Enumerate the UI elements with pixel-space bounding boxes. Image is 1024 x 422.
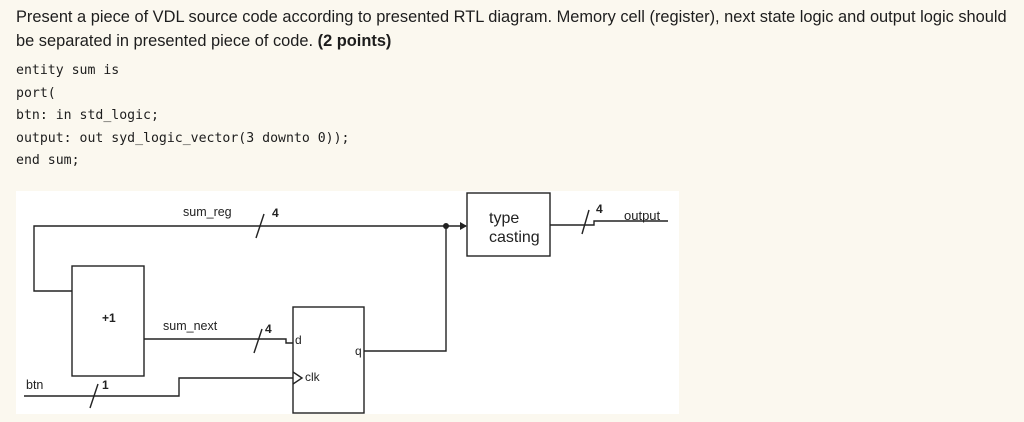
btn-wire <box>24 377 293 397</box>
btn-width-slash <box>89 383 99 409</box>
question-body: Present a piece of VDL source code accor… <box>16 8 1007 50</box>
output-width-slash <box>581 209 590 235</box>
register-clk-label: clk <box>305 370 321 384</box>
question-text: Present a piece of VDL source code accor… <box>16 5 1016 53</box>
code-line: btn: in std_logic; <box>16 108 159 123</box>
rtl-diagram-svg: sum_reg 4 type casting 4 output +1 sum_n… <box>24 192 668 414</box>
code-line: end sum; <box>16 153 80 168</box>
output-label: output <box>624 208 661 223</box>
type-casting-label-line1: type <box>489 210 519 227</box>
register-block <box>292 306 365 414</box>
sum-next-width-label: 4 <box>265 322 272 336</box>
sum-next-width-slash <box>253 328 263 354</box>
code-line: port( <box>16 85 56 101</box>
incrementer-block <box>71 265 145 377</box>
sum-next-wire <box>144 338 293 344</box>
code-block: entity sum is port( btn: in std_logic; o… <box>16 60 349 173</box>
rtl-diagram: sum_reg 4 type casting 4 output +1 sum_n… <box>16 191 679 414</box>
sum-reg-arrowhead <box>460 222 467 230</box>
clk-triangle <box>292 371 304 385</box>
type-casting-label-line2: casting <box>489 229 540 246</box>
question-points: (2 points) <box>317 32 392 50</box>
sum-next-label: sum_next <box>163 319 218 333</box>
junction-dot <box>443 223 449 229</box>
code-line: output: out syd_logic_vector(3 downto 0)… <box>16 130 350 146</box>
btn-label: btn <box>26 378 43 392</box>
register-d-label: d <box>295 333 302 347</box>
code-line: entity sum is <box>16 63 120 78</box>
type-casting-block <box>466 192 551 257</box>
sum-reg-width-label: 4 <box>272 206 279 220</box>
output-wire <box>550 220 668 226</box>
btn-width-label: 1 <box>102 378 109 392</box>
sum-reg-width-slash <box>255 213 265 239</box>
incrementer-label: +1 <box>102 311 116 325</box>
q-to-bus-wire <box>364 226 447 352</box>
output-width-label: 4 <box>596 202 603 216</box>
register-q-label: q <box>355 344 362 358</box>
feedback-wire <box>33 225 446 292</box>
sum-reg-label: sum_reg <box>183 205 232 219</box>
